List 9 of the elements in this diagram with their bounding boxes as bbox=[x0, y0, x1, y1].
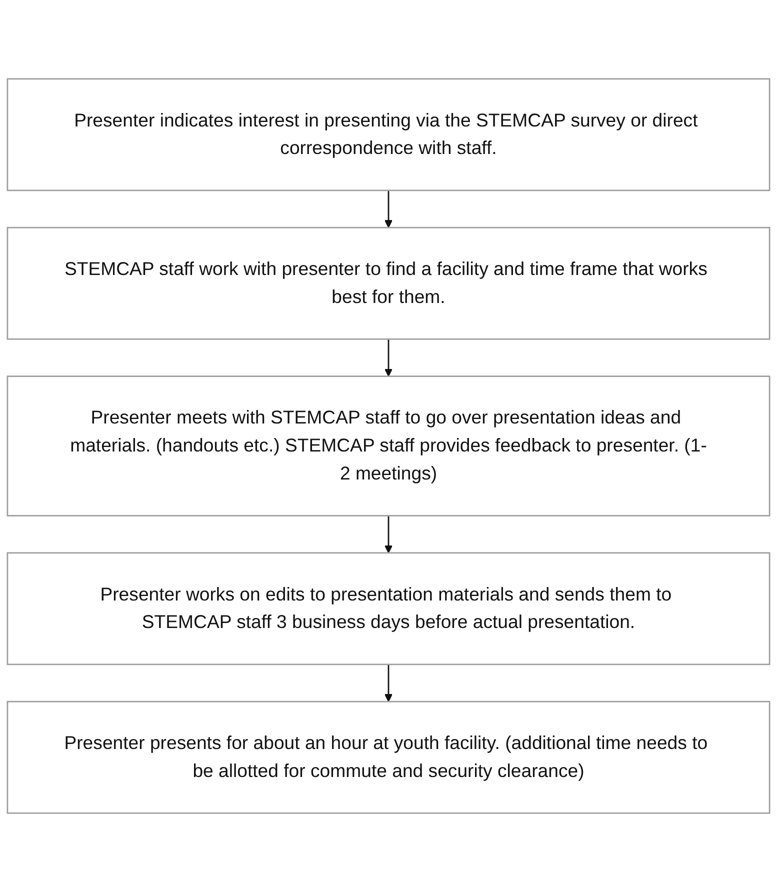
node-box: STEMCAP staff work with presenter to find a facility and time frame that works best for them. bbox=[6, 226, 770, 340]
node-box: Presenter presents for about an hour at youth facility. (additional time needs to be allotted for commute and security clearance) bbox=[6, 700, 770, 814]
node-box: Presenter works on edits to presentation materials and sends them to STEMCAP staff 3 business days before actual presentation. bbox=[6, 552, 770, 666]
arrow bbox=[384, 339, 393, 377]
arrow bbox=[384, 190, 393, 228]
arrow bbox=[384, 664, 393, 702]
arrow bbox=[384, 516, 393, 554]
node-box: Presenter indicates interest in presenting via the STEMCAP survey or direct correspondence with staff. bbox=[6, 78, 770, 192]
node-box: Presenter meets with STEMCAP staff to go over presentation ideas and materials. (handouts etc.) STEMCAP staff provides feedback to presenter. (1-2 meetings) bbox=[6, 376, 770, 516]
